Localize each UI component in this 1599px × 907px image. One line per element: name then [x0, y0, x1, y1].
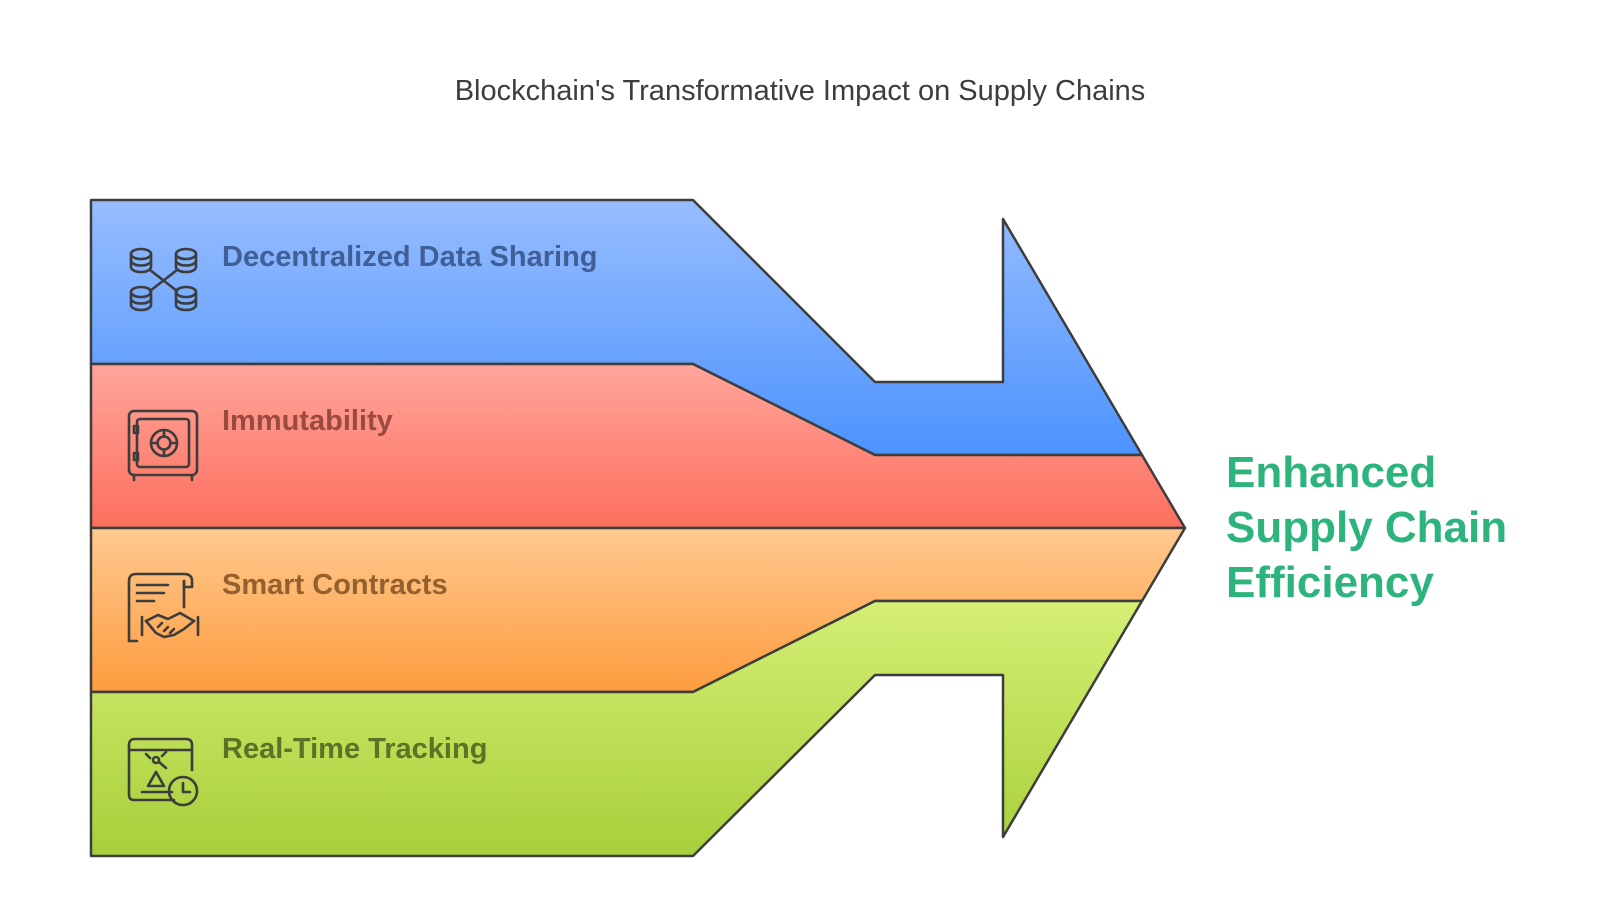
outcome-label: Enhanced Supply Chain Efficiency: [1226, 448, 1507, 607]
database-network-icon: [129, 247, 198, 312]
band-label-real-time-tracking: Real-Time Tracking: [222, 733, 487, 765]
database-bottom-right-icon: [174, 285, 198, 312]
outcome-line-2: Supply Chain: [1226, 503, 1507, 552]
safe-vault-icon: [127, 409, 199, 482]
arrow-bands: [89, 198, 1187, 858]
contract-handshake-icon: [127, 572, 200, 643]
database-bottom-left-icon: [129, 285, 153, 312]
network-cross-lines: [148, 268, 179, 293]
database-top-left-icon: [129, 247, 153, 274]
band-label-smart-contracts: Smart Contracts: [222, 569, 448, 601]
outcome-line-3: Efficiency: [1226, 558, 1434, 607]
band-label-decentralized-data-sharing: Decentralized Data Sharing: [222, 241, 598, 273]
outcome-line-1: Enhanced: [1226, 448, 1436, 497]
band-real-time-tracking: [89, 599, 1144, 858]
diagram-title: Blockchain's Transformative Impact on Su…: [455, 75, 1146, 107]
database-top-right-icon: [174, 247, 198, 274]
tracking-clock-icon: [127, 737, 199, 807]
band-label-immutability: Immutability: [222, 405, 393, 437]
